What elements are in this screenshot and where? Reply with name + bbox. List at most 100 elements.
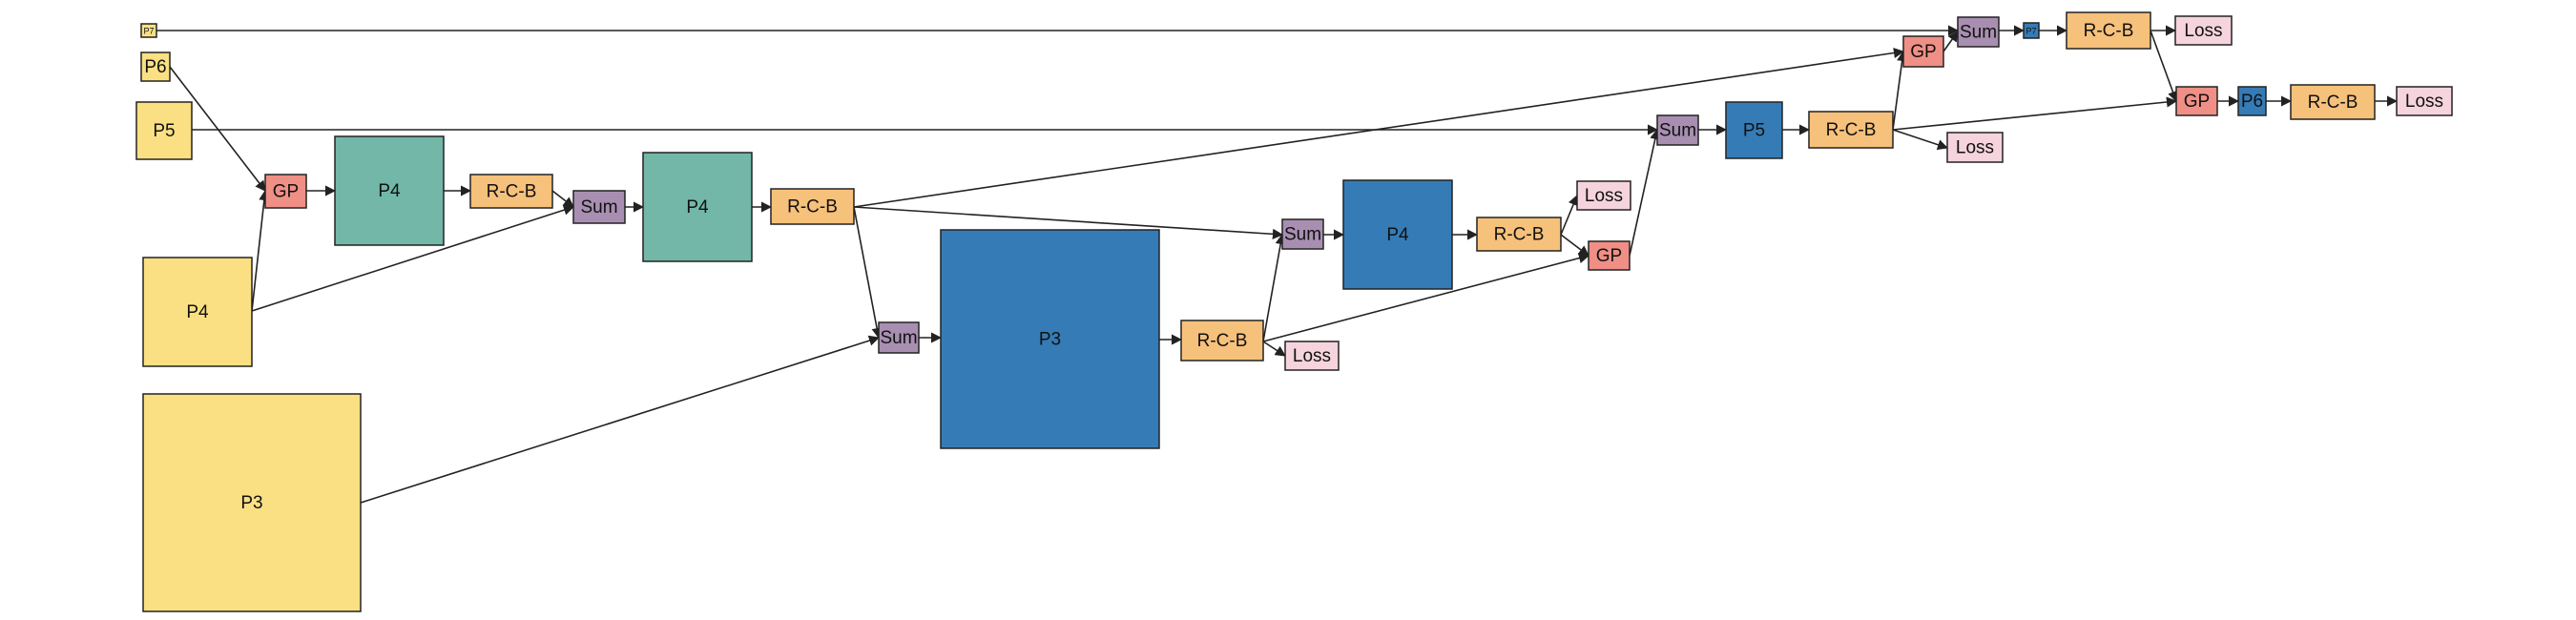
node-rcb7: R-C-B [2290, 84, 2376, 120]
node-loss2: Loss [1576, 180, 1631, 211]
node-gp4: GP [2175, 86, 2218, 116]
node-label: Loss [1956, 138, 1994, 158]
edge-rcb3-to-sum3 [1262, 233, 1286, 342]
node-box [2396, 86, 2453, 116]
node-label: GP [2184, 92, 2210, 112]
node-loss4: Loss [2174, 15, 2233, 46]
node-t-p4a: P4 [334, 135, 445, 246]
node-box [2290, 84, 2376, 120]
node-label: P4 [378, 181, 401, 201]
node-in-p3: P3 [142, 393, 362, 612]
node-b-p3: P3 [940, 229, 1160, 449]
edge-rcb3-to-loss1 [1262, 341, 1286, 357]
node-box [1902, 35, 1944, 68]
node-label: P3 [240, 493, 262, 513]
node-box [1725, 101, 1783, 159]
node-box [1476, 217, 1562, 252]
edge-in_p4-to-gp1 [251, 189, 270, 312]
node-rcb5: R-C-B [1808, 111, 1894, 149]
node-b-p7: P7 [2023, 22, 2040, 39]
edge-rcb3-to-gp2 [1262, 253, 1590, 342]
node-label: Sum [880, 328, 917, 348]
node-box [2237, 86, 2267, 116]
node-label: R-C-B [2084, 21, 2134, 41]
edge-in_p6-to-gp1 [169, 66, 266, 192]
node-label: Loss [1293, 346, 1331, 366]
node-label: P7 [2025, 26, 2036, 35]
edge-rcb5-to-loss3 [1892, 129, 1949, 151]
node-b-p5: P5 [1725, 101, 1783, 159]
edge-rcb6-to-gp4 [2150, 30, 2178, 103]
node-label: Loss [1585, 186, 1623, 206]
node-box [1576, 180, 1631, 211]
node-loss1: Loss [1284, 341, 1340, 371]
node-label: GP [1910, 42, 1936, 62]
edge-in_p3-to-sum2 [360, 335, 881, 504]
node-box [1281, 218, 1324, 250]
node-gp1: GP [264, 174, 307, 209]
node-loss3: Loss [1946, 132, 2004, 163]
node-label: Sum [580, 197, 617, 217]
node-box [140, 23, 157, 38]
node-label: R-C-B [487, 182, 537, 202]
node-label: P6 [2241, 92, 2263, 112]
node-box [469, 174, 553, 209]
edge-rcb1-to-sum1 [551, 190, 574, 208]
node-in-p7: P7 [140, 23, 157, 38]
node-b-p6: P6 [2237, 86, 2267, 116]
node-box [334, 135, 445, 246]
node-label: P4 [686, 197, 709, 217]
node-box [1808, 111, 1894, 149]
node-label: R-C-B [1197, 331, 1248, 351]
node-label: P5 [1743, 121, 1765, 141]
edge-rcb4-to-gp2 [1560, 234, 1589, 257]
node-box [142, 393, 362, 612]
node-rcb4: R-C-B [1476, 217, 1562, 252]
node-label: R-C-B [1494, 225, 1545, 245]
node-box [642, 152, 753, 262]
node-box [2066, 11, 2151, 50]
node-box [1284, 341, 1340, 371]
node-box [135, 101, 193, 160]
node-gp3: GP [1902, 35, 1944, 68]
node-label: P7 [143, 26, 154, 35]
node-label: R-C-B [1826, 120, 1877, 140]
node-box [140, 52, 171, 82]
node-loss5: Loss [2396, 86, 2453, 116]
node-gp2: GP [1588, 240, 1631, 271]
node-sum1: Sum [572, 190, 626, 224]
node-t-p4b: P4 [642, 152, 753, 262]
node-box [940, 229, 1160, 449]
edge-rcb2-to-gp3 [853, 47, 1905, 208]
edges-layer [156, 25, 2399, 504]
edge-rcb2-to-sum3 [853, 206, 1284, 239]
node-rcb6: R-C-B [2066, 11, 2151, 50]
node-sum5: Sum [1957, 16, 2000, 48]
node-box [264, 174, 307, 209]
node-label: P4 [186, 302, 209, 322]
node-label: R-C-B [787, 197, 838, 217]
node-b-p4: P4 [1342, 179, 1453, 290]
node-in-p4: P4 [142, 257, 253, 367]
node-label: P3 [1039, 330, 1061, 350]
node-rcb3: R-C-B [1180, 320, 1264, 362]
node-box [770, 188, 855, 225]
node-box [1588, 240, 1631, 271]
edge-in_p4-to-sum1 [251, 204, 575, 312]
node-box [1957, 16, 2000, 48]
node-label: Sum [1960, 23, 1997, 43]
node-rcb1: R-C-B [469, 174, 553, 209]
node-label: P6 [144, 57, 166, 77]
node-box [2023, 22, 2040, 39]
node-box [1342, 179, 1453, 290]
node-box [142, 257, 253, 367]
edge-gp2-to-sum4 [1629, 128, 1661, 257]
node-box [878, 321, 920, 354]
node-label: GP [1596, 246, 1622, 266]
node-sum2: Sum [878, 321, 920, 354]
edge-rcb5-to-gp3 [1892, 50, 1908, 131]
edge-rcb2-to-sum2 [853, 206, 883, 340]
node-box [2175, 86, 2218, 116]
